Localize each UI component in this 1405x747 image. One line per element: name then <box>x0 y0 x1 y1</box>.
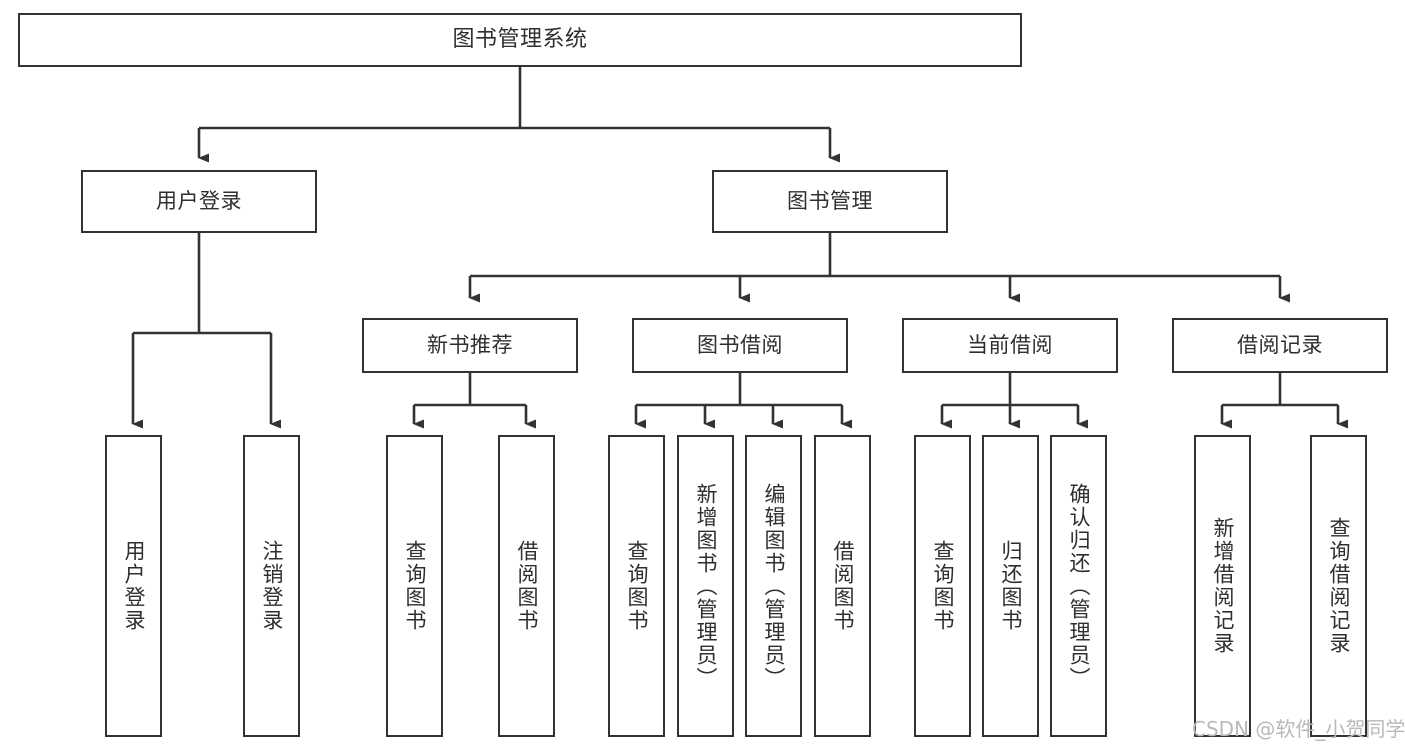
node-label: 当前借阅 <box>967 333 1053 358</box>
node-label: 编辑图书（管理员） <box>762 482 786 690</box>
node-label: 新增借阅记录 <box>1211 517 1235 655</box>
node-label: 图书管理 <box>787 189 873 214</box>
leaf-return-book[interactable]: 归还图书 <box>982 435 1039 737</box>
node-label: 归还图书 <box>999 540 1023 632</box>
leaf-query-borrow-record[interactable]: 查询借阅记录 <box>1310 435 1367 737</box>
node-current-borrow[interactable]: 当前借阅 <box>902 318 1118 373</box>
node-book-management[interactable]: 图书管理 <box>712 170 948 233</box>
leaf-logout-login[interactable]: 注销登录 <box>243 435 300 737</box>
node-borrow-record[interactable]: 借阅记录 <box>1172 318 1388 373</box>
leaf-query-book-new-recommend[interactable]: 查询图书 <box>386 435 443 737</box>
leaf-query-book-borrow[interactable]: 查询图书 <box>608 435 665 737</box>
csdn-watermark: CSDN @软件_小贺同学 <box>1192 717 1405 741</box>
leaf-edit-book-admin[interactable]: 编辑图书（管理员） <box>745 435 802 737</box>
leaf-confirm-return-admin[interactable]: 确认归还（管理员） <box>1050 435 1107 737</box>
node-root-book-management-system[interactable]: 图书管理系统 <box>18 13 1022 67</box>
leaf-borrow-book-borrow[interactable]: 借阅图书 <box>814 435 871 737</box>
node-label: 查询图书 <box>403 540 427 632</box>
node-label: 确认归还（管理员） <box>1067 482 1091 690</box>
node-user-login[interactable]: 用户登录 <box>81 170 317 233</box>
node-label: 用户登录 <box>122 540 146 632</box>
leaf-borrow-book-new-recommend[interactable]: 借阅图书 <box>498 435 555 737</box>
node-label: 查询图书 <box>931 540 955 632</box>
node-label: 借阅图书 <box>515 540 539 632</box>
node-label: 图书借阅 <box>697 333 783 358</box>
node-label: 用户登录 <box>156 189 242 214</box>
leaf-add-book-admin[interactable]: 新增图书（管理员） <box>677 435 734 737</box>
node-label: 新书推荐 <box>427 333 513 358</box>
leaf-add-borrow-record[interactable]: 新增借阅记录 <box>1194 435 1251 737</box>
node-label: 查询图书 <box>625 540 649 632</box>
leaf-query-book-current[interactable]: 查询图书 <box>914 435 971 737</box>
node-label: 图书管理系统 <box>452 27 588 53</box>
node-book-borrow[interactable]: 图书借阅 <box>632 318 848 373</box>
node-label: 新增图书（管理员） <box>694 482 718 690</box>
node-label: 查询借阅记录 <box>1327 517 1351 655</box>
node-new-book-recommend[interactable]: 新书推荐 <box>362 318 578 373</box>
leaf-user-login[interactable]: 用户登录 <box>105 435 162 737</box>
node-label: 注销登录 <box>260 540 284 632</box>
node-label: 借阅记录 <box>1237 333 1323 358</box>
node-label: 借阅图书 <box>831 540 855 632</box>
